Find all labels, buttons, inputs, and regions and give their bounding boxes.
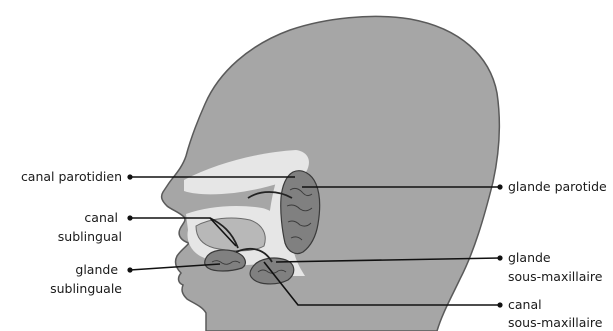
label-canal-sublingual-line1: canal bbox=[84, 210, 118, 225]
label-glande-sous-maxillaire-line2: sous-maxillaire bbox=[508, 269, 603, 284]
label-canal-sous-maxillaire-line2: sous-maxillaire bbox=[508, 315, 603, 330]
label-glande-sous-maxillaire-line1: glande bbox=[508, 250, 551, 265]
label-glande-sublinguale: glande sublinguale bbox=[50, 262, 122, 296]
label-glande-sous-maxillaire: glande sous-maxillaire bbox=[508, 250, 603, 284]
label-canal-sublingual: canal sublingual bbox=[58, 210, 122, 244]
label-glande-parotide: glande parotide bbox=[508, 179, 607, 194]
label-canal-parotidien: canal parotidien bbox=[21, 169, 122, 184]
label-glande-sublinguale-line2: sublinguale bbox=[50, 281, 122, 296]
label-glande-sublinguale-line1: glande bbox=[75, 262, 118, 277]
label-canal-sous-maxillaire-line1: canal bbox=[508, 297, 542, 312]
label-canal-sous-maxillaire: canal sous-maxillaire bbox=[508, 297, 603, 330]
label-canal-sublingual-line2: sublingual bbox=[58, 229, 122, 244]
sublingual-gland bbox=[205, 250, 246, 271]
